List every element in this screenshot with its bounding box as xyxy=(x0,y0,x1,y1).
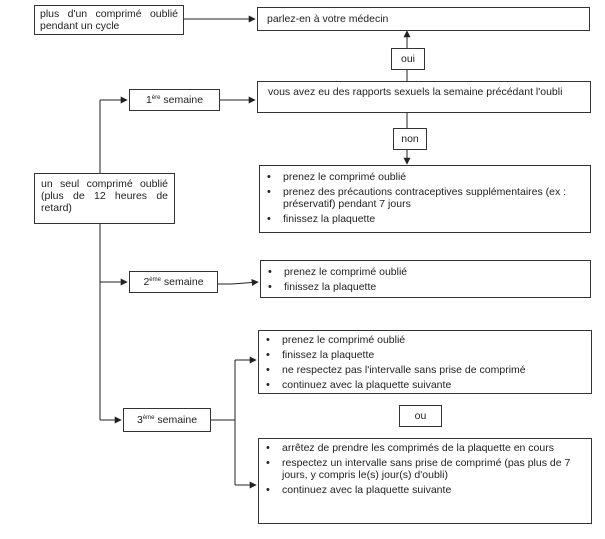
week1-label: 1ère semaine xyxy=(145,94,204,106)
no-text: non xyxy=(401,133,419,145)
list-item: prenez le comprimé oublié xyxy=(260,171,586,183)
single-missed-pill-box-text: un seul comprimé oublié (plus de 12 heur… xyxy=(34,173,175,224)
list-item: prenez des précautions contraceptives su… xyxy=(260,186,586,210)
list-item: prenez le comprimé oublié xyxy=(259,334,587,346)
or-text: ou xyxy=(414,410,427,422)
multiple-missed-pills-text: plus d'un comprimé oublié pendant un cyc… xyxy=(40,8,178,32)
list-item: finissez la plaquette xyxy=(259,349,587,361)
week2-box: 2ème semaine xyxy=(129,271,218,293)
list-item: ne respectez pas l'intervalle sans prise… xyxy=(259,364,587,376)
intercourse-question-text: vous avez eu des rapports sexuels la sem… xyxy=(268,86,563,98)
intercourse-question-box: vous avez eu des rapports sexuels la sem… xyxy=(257,81,591,113)
single-missed-pill-text: un seul comprimé oublié (plus de 12 heur… xyxy=(41,178,168,214)
multiple-missed-pills-box: plus d'un comprimé oublié pendant un cyc… xyxy=(34,5,184,35)
list-item: prenez le comprimé oublié xyxy=(261,266,586,278)
list-item: continuez avec la plaquette suivante xyxy=(259,379,587,391)
list-item: arrêtez de prendre les comprimés de la p… xyxy=(259,442,585,454)
or-box: ou xyxy=(399,405,442,427)
week3-option2-box: arrêtez de prendre les comprimés de la p… xyxy=(258,438,592,524)
list-item: finissez la plaquette xyxy=(260,213,586,225)
see-doctor-text: parlez-en à votre médecin xyxy=(267,13,389,25)
list-item: continuez avec la plaquette suivante xyxy=(259,484,585,496)
list-item: respectez un intervalle sans prise de co… xyxy=(259,457,585,481)
yes-text: oui xyxy=(400,53,415,65)
see-doctor-box: parlez-en à votre médecin xyxy=(257,7,590,31)
week1-box: 1ère semaine xyxy=(129,89,220,111)
yes-box: oui xyxy=(391,48,425,70)
arrow-week2-to-actions xyxy=(218,278,259,286)
no-box: non xyxy=(393,128,427,150)
week3-box: 3ème semaine xyxy=(123,408,211,432)
week1-actions-box: prenez le comprimé oublié prenez des pré… xyxy=(259,165,591,233)
week3-option1-box: prenez le comprimé oublié finissez la pl… xyxy=(258,330,592,394)
list-item: finissez la plaquette xyxy=(261,281,586,293)
week2-actions-box: prenez le comprimé oublié finissez la pl… xyxy=(260,260,591,298)
week2-label: 2ème semaine xyxy=(143,276,204,288)
week3-label: 3ème semaine xyxy=(136,414,198,426)
